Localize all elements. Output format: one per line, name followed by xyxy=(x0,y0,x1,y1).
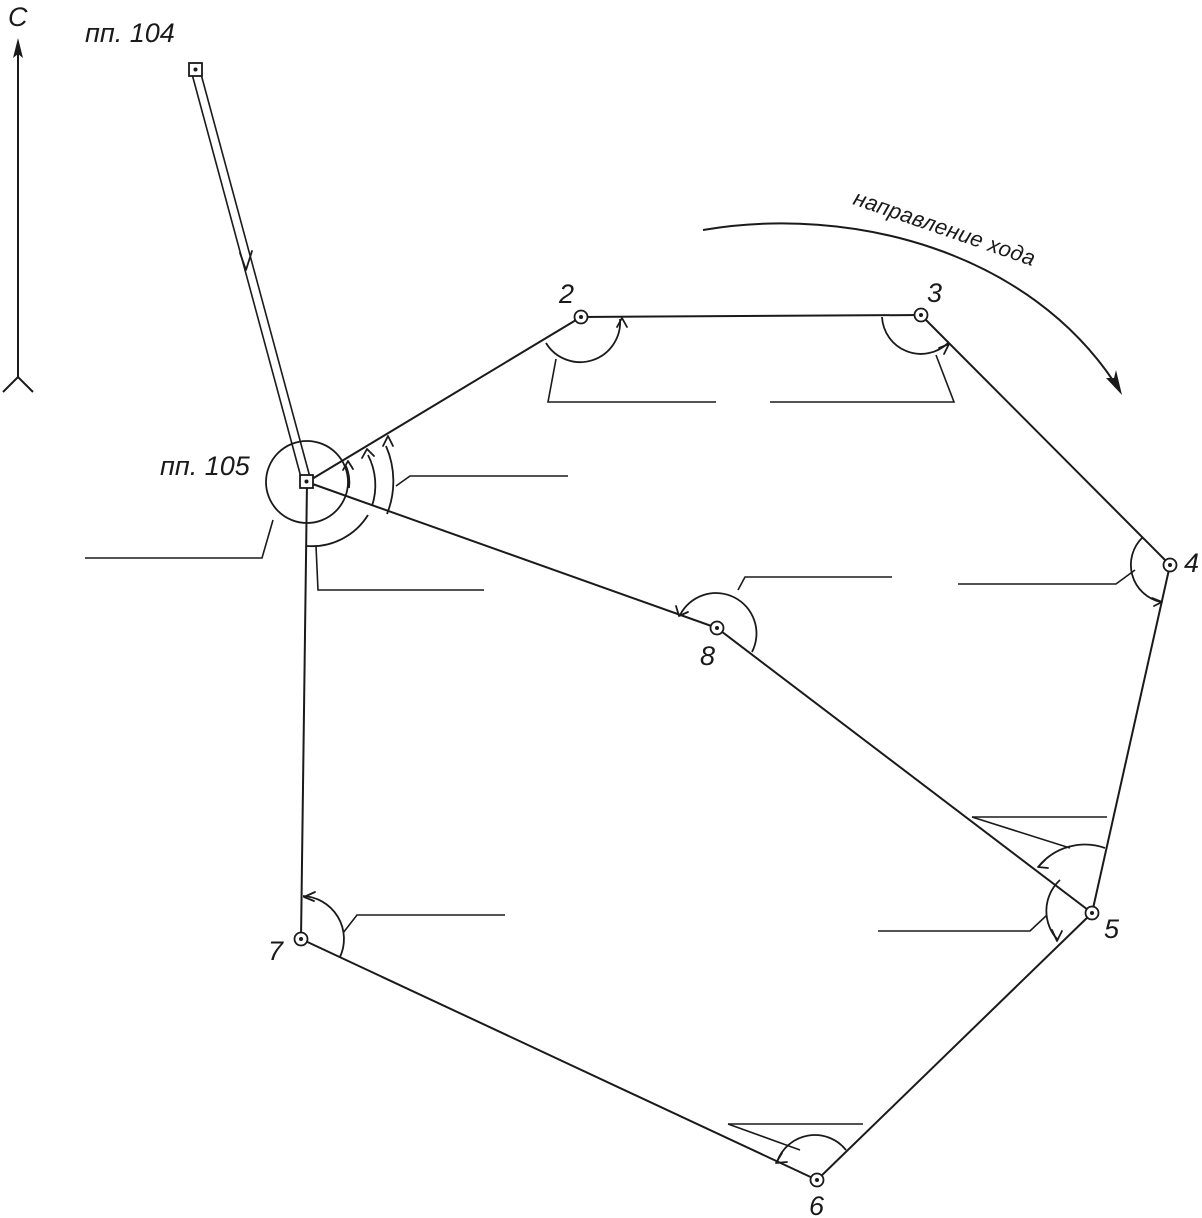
direction-label: направление хода xyxy=(850,185,1039,271)
point-8-label: 8 xyxy=(700,641,715,671)
traverse-point-5: 5 xyxy=(1084,905,1120,944)
initial-side xyxy=(191,73,312,482)
point-7-label: 7 xyxy=(268,936,284,966)
traverse-sides xyxy=(300,314,1171,1181)
pp104-label: пп. 104 xyxy=(85,18,175,48)
traverse-point-4: 4 xyxy=(1162,548,1199,578)
control-point-pp105: пп. 105 xyxy=(160,451,314,489)
north-label: С xyxy=(8,2,28,32)
direction-arrow: направление хода xyxy=(702,185,1122,395)
control-point-pp104: пп. 104 xyxy=(85,18,203,77)
point-5-label: 5 xyxy=(1104,914,1120,944)
angle-annotations xyxy=(85,316,1163,1164)
traverse-point-3: 3 xyxy=(913,278,942,323)
traverse-point-7: 7 xyxy=(268,931,309,966)
point-2-label: 2 xyxy=(558,279,574,309)
north-arrow: С xyxy=(2,2,34,393)
traverse-point-6: 6 xyxy=(809,1172,825,1218)
point-6-label: 6 xyxy=(809,1191,825,1218)
traverse-point-8: 8 xyxy=(700,620,725,671)
pp105-label: пп. 105 xyxy=(160,451,251,481)
point-4-label: 4 xyxy=(1184,548,1199,578)
traverse-point-2: 2 xyxy=(558,279,589,325)
point-3-label: 3 xyxy=(927,278,942,308)
